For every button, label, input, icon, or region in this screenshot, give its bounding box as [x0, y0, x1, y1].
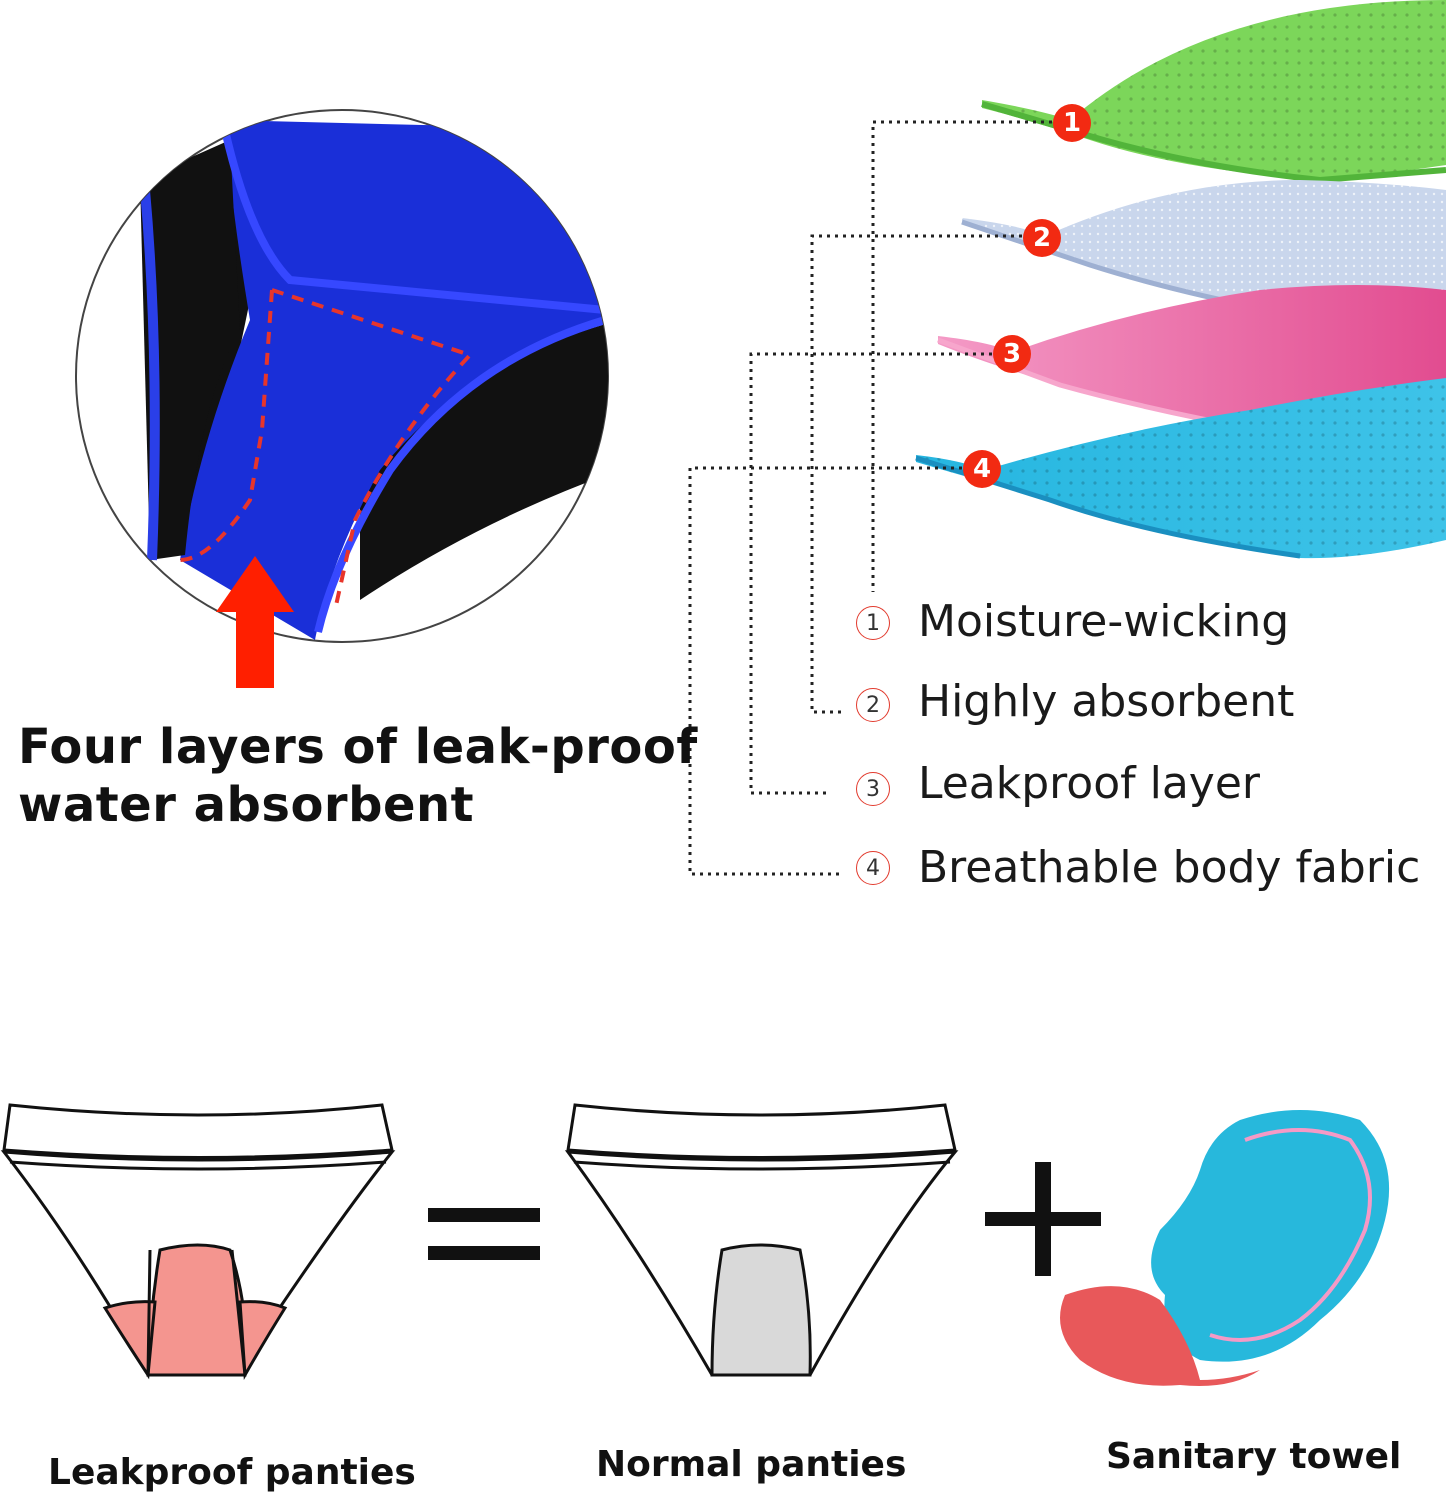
caption-sanitary-towel: Sanitary towel [1106, 1436, 1402, 1477]
legend-label-2: Highly absorbent [918, 676, 1295, 727]
legend-num-1: 1 [856, 606, 890, 640]
legend-num-3: 3 [856, 772, 890, 806]
blue-fabric [180, 120, 608, 640]
sanitary-towel-icon [1060, 1110, 1390, 1386]
layer-marker-4: 4 [963, 450, 1001, 488]
black-liner-right [360, 320, 608, 600]
panties-closeup [75, 109, 609, 688]
layer-marker-2: 2 [1023, 219, 1061, 257]
leader-lines [688, 120, 1060, 876]
layer-4-breathable [915, 378, 1446, 559]
equals-icon [428, 1208, 540, 1260]
leakproof-panties-icon [0, 1103, 396, 1381]
legend-label-1: Moisture-wicking [918, 596, 1290, 647]
headline-line-1: Four layers of leak-proof [18, 719, 698, 775]
plus-icon [985, 1162, 1101, 1276]
legend-num-4: 4 [856, 851, 890, 885]
stitch-line [179, 288, 474, 611]
layer-1-moisture-wicking [981, 0, 1446, 184]
headline: Four layers of leak-proof water absorben… [18, 718, 698, 834]
comparison-diagram [0, 1103, 1390, 1386]
headline-line-2: water absorbent [18, 777, 475, 833]
layer-marker-3: 3 [993, 335, 1031, 373]
up-arrow-icon [216, 556, 294, 688]
legend-num-2: 2 [856, 688, 890, 722]
caption-leakproof-panties: Leakproof panties [48, 1452, 416, 1493]
caption-normal-panties: Normal panties [596, 1444, 907, 1485]
normal-panties-icon [564, 1103, 959, 1377]
layer-marker-1: 1 [1053, 104, 1091, 142]
legend-label-4: Breathable body fabric [918, 842, 1421, 893]
legend-label-3: Leakproof layer [918, 758, 1261, 809]
layer-stack [915, 0, 1446, 559]
